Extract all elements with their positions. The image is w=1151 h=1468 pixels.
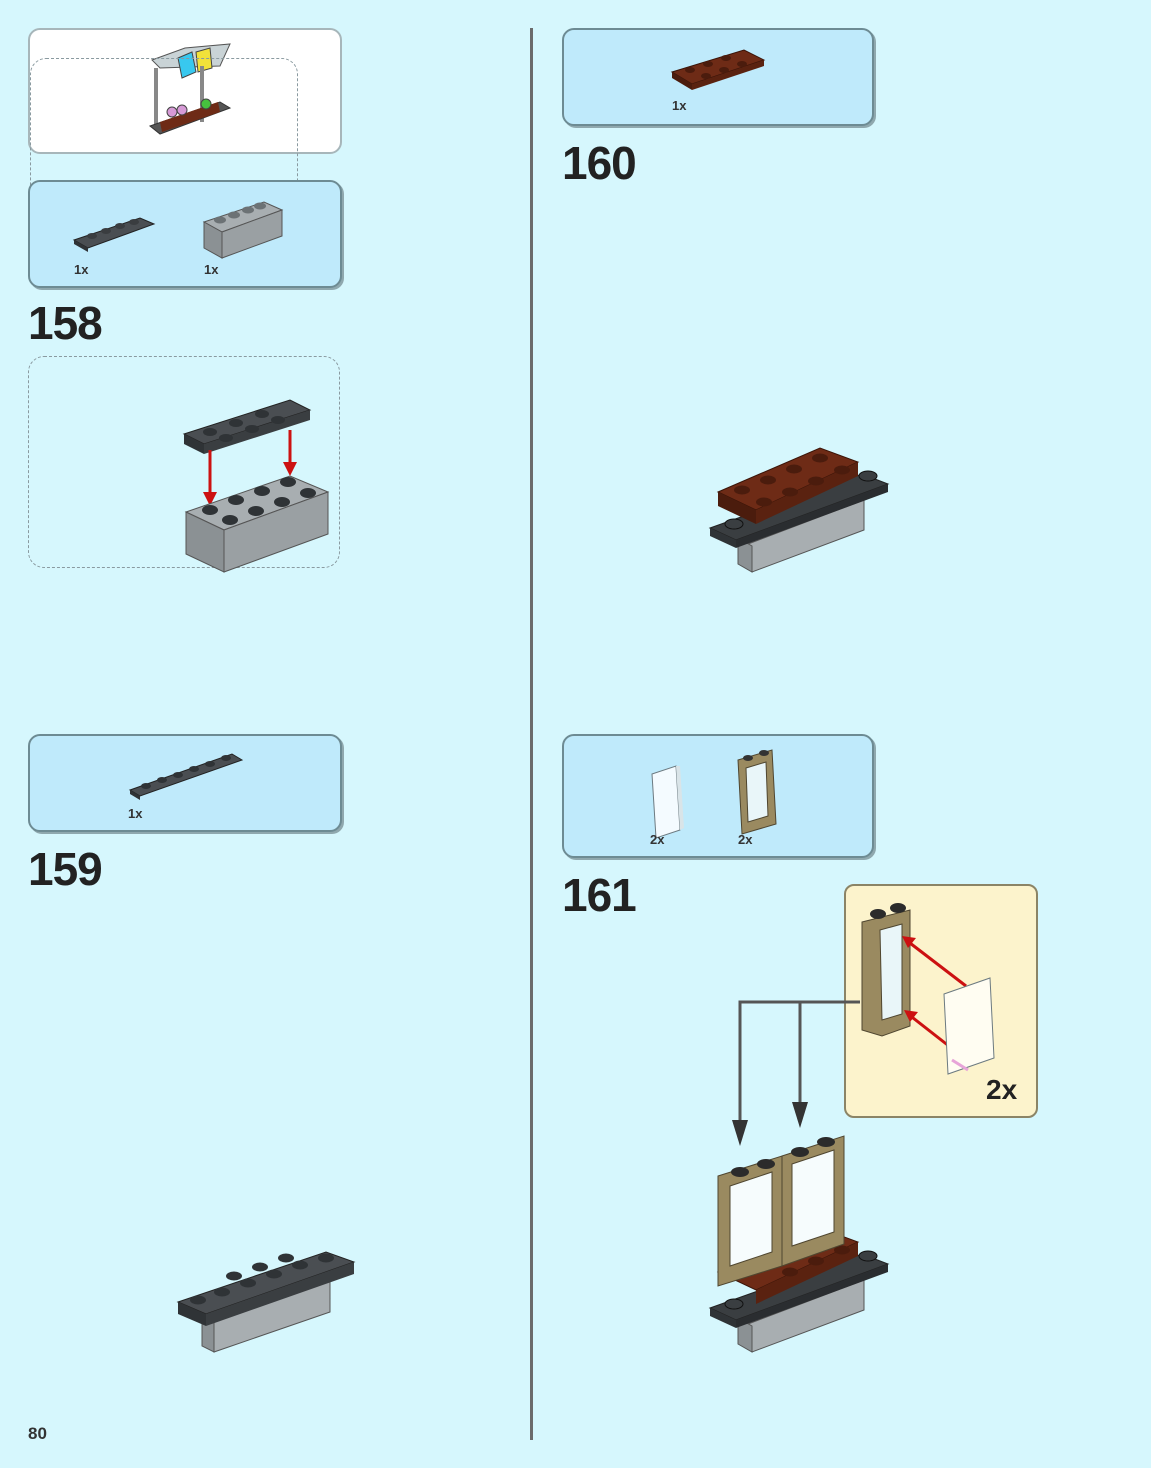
trans-clear-glass-pane-icon [651, 765, 684, 839]
step-161-parts-list: 2x 2x [562, 734, 874, 858]
market-stall-model-image [148, 43, 232, 135]
step-number: 158 [28, 297, 103, 349]
step-number: 160 [562, 137, 637, 189]
part-quantity: 2x [650, 832, 665, 847]
step-161-assembly-image [708, 1135, 890, 1353]
step-161-sub-build: 2x [844, 884, 1038, 1118]
step-number: 159 [28, 843, 103, 895]
step-159-assembly-image [176, 1251, 356, 1353]
dark-gray-plate-1x4-icon [72, 217, 156, 252]
previous-parts-list: 1x 1x [28, 180, 342, 288]
sub-build-connector-arrows [732, 1000, 860, 1146]
step-159-parts-list: 1x [28, 734, 342, 832]
sub-build-frame-and-glass-image [861, 903, 995, 1075]
step-158-assembly-image [182, 399, 330, 573]
part-quantity: 1x [672, 98, 687, 113]
step-160-assembly-image [708, 447, 890, 573]
step-number: 161 [562, 869, 637, 921]
dark-gray-plate-1x6-icon [128, 753, 244, 800]
page-number: 80 [28, 1424, 47, 1443]
step-160-parts-list: 1x [562, 28, 874, 126]
part-quantity: 2x [738, 832, 753, 847]
part-quantity: 1x [74, 262, 89, 277]
part-quantity: 1x [204, 262, 219, 277]
reddish-brown-plate-2x4-icon [670, 49, 766, 90]
previous-step-callout [28, 28, 342, 154]
sub-build-quantity: 2x [986, 1074, 1018, 1105]
column-divider [530, 28, 533, 1440]
step-158-ghost-frame [28, 356, 340, 568]
dark-tan-window-frame-icon [737, 749, 777, 835]
part-quantity: 1x [128, 806, 143, 821]
light-gray-brick-2x4-icon [202, 201, 284, 259]
